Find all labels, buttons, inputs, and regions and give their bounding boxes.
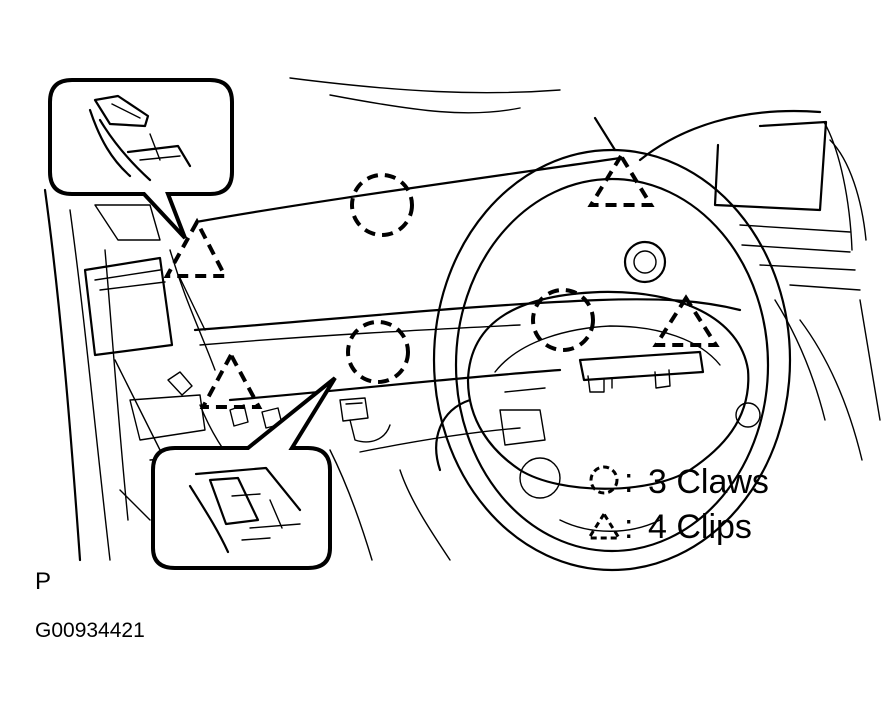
dashboard-line-art: [43, 77, 881, 562]
claw-marker-upper: [350, 173, 414, 237]
clip-marker-upper-right: [587, 152, 655, 207]
svg-text::: :: [624, 462, 633, 500]
claw-marker-left: [346, 320, 410, 384]
clip-markers: [163, 152, 720, 409]
legend-clip-symbol: [586, 511, 622, 540]
view-code-label: P: [35, 568, 51, 595]
clip-marker-lower-left: [199, 350, 263, 409]
legend-clips-label: 4 Clips: [648, 508, 752, 546]
legend-claws: : 3 Claws: [589, 462, 769, 501]
callout-upper-left: [48, 78, 234, 240]
svg-text::: :: [624, 508, 633, 546]
legend-clips: : 4 Clips: [586, 508, 752, 546]
claw-marker-right: [531, 288, 595, 352]
figure-id-label: G00934421: [35, 619, 145, 642]
clip-marker-upper-left: [163, 217, 229, 278]
clip-marker-right: [652, 294, 720, 347]
callout-lower-center: [151, 376, 337, 570]
legend-claw-symbol: [589, 465, 619, 495]
legend-claws-label: 3 Claws: [648, 463, 769, 501]
claw-markers: [346, 173, 595, 384]
legend: : 3 Claws : 4 Clips: [586, 462, 769, 546]
steering-wheel: [432, 148, 792, 572]
